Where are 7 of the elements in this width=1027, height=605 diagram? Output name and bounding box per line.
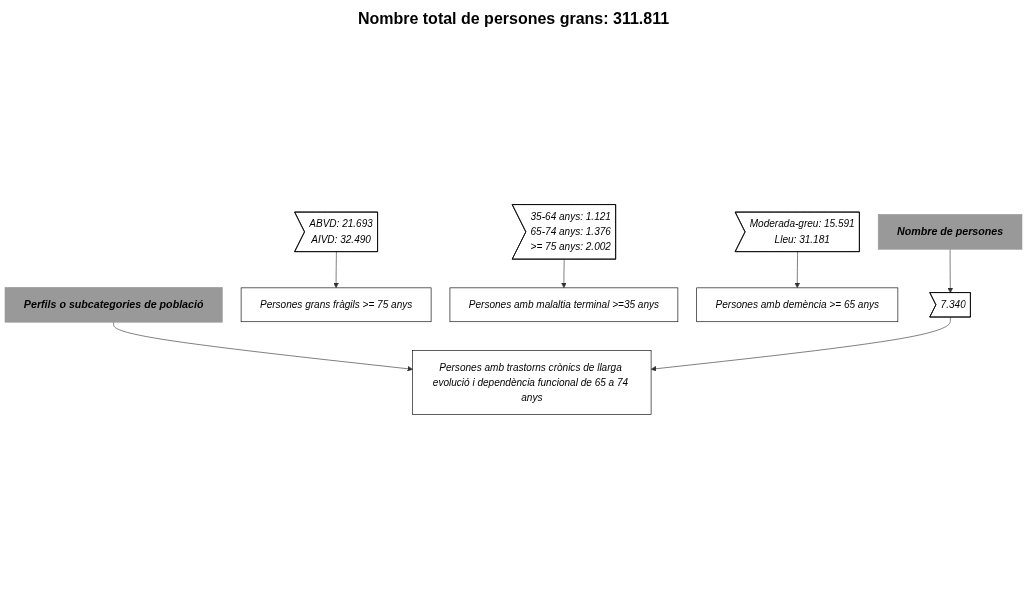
node-box: Nombre de persones <box>877 214 1023 250</box>
node-box: Persones amb trastorns crònics de llarga evolució i dependència funcional de 65 a 74 anys <box>412 350 652 415</box>
diagram-title: Nombre total de persones grans: 311.811 <box>356 10 671 28</box>
node-box: Persones amb demència >= 65 anys <box>696 287 899 323</box>
node-box: Persones grans fràgils >= 75 anys <box>240 287 432 323</box>
node-box: Persones amb malaltia terminal >=35 anys <box>449 287 679 323</box>
node-box: Perfils o subcategories de població <box>4 287 223 323</box>
